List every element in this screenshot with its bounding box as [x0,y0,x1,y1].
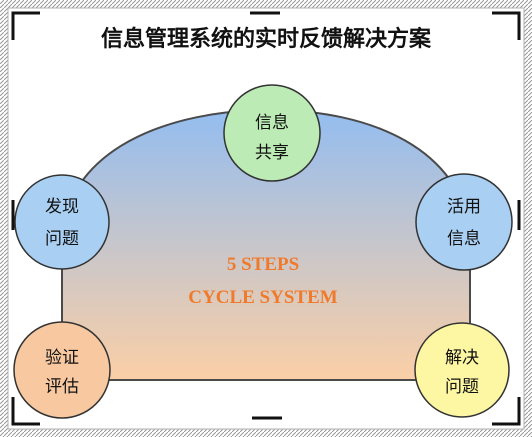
node-use-circle [415,173,513,271]
node-use-label-line1: 活用 [447,197,481,217]
corner-mark-bottom-right [492,397,521,426]
frame-inner-border [7,7,525,430]
node-solve-label-line1: 解决 [445,348,479,368]
node-discover-label-line2: 问题 [45,229,79,249]
corner-mark-top-left [11,11,40,40]
node-share: 信息 共享 [223,84,321,182]
node-discover: 发现 问题 [14,174,110,270]
page-title: 信息管理系统的实时反馈解决方案 [101,26,432,52]
corner-mark-bottom-left [11,397,40,426]
node-share-label-line2: 共享 [255,143,289,163]
node-verify-circle [13,321,111,419]
node-discover-label-line1: 发现 [45,197,79,217]
node-use-label-line2: 信息 [447,229,481,249]
node-share-label-line1: 信息 [255,113,289,133]
node-use: 活用 信息 [415,173,513,271]
node-solve-circle [414,322,510,418]
node-discover-circle [14,174,110,270]
node-share-circle [223,84,321,182]
node-verify-label-line2: 评估 [45,377,79,397]
node-verify: 验证 评估 [13,321,111,419]
center-text-line2: CYCLE SYSTEM [188,287,337,308]
node-solve: 解决 问题 [414,322,510,418]
node-verify-label-line1: 验证 [45,348,79,368]
corner-marks [11,11,521,426]
center-text-line1: 5 STEPS [227,254,299,275]
node-solve-label-line2: 问题 [445,377,479,397]
corner-mark-top-right [492,11,521,40]
